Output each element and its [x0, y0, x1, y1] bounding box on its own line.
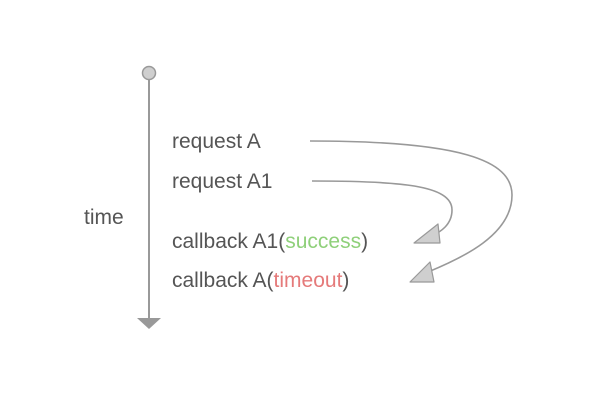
connector-request-a-to-callback-a: [309, 140, 513, 273]
time-axis-label: time: [84, 206, 124, 229]
callback-a-prefix: callback A(: [172, 269, 274, 292]
callback-a-suffix: ): [342, 269, 349, 292]
callback-a1-prefix: callback A1(: [172, 230, 285, 253]
callback-a-arrow-icon: [409, 261, 435, 283]
callback-a1-arrow-icon: [413, 223, 441, 244]
time-axis-start-marker: [141, 65, 157, 81]
connector-request-a1-to-callback-a1: [311, 180, 453, 237]
event-callback-a: callback A(timeout): [172, 269, 349, 292]
time-axis-arrow-icon: [137, 318, 161, 329]
callback-a1-suffix: ): [361, 230, 368, 253]
event-request-a: request A: [172, 130, 261, 153]
event-request-a1: request A1: [172, 170, 272, 193]
callback-a1-status: success: [285, 230, 361, 253]
event-callback-a1: callback A1(success): [172, 230, 368, 253]
callback-a-status: timeout: [274, 269, 343, 292]
